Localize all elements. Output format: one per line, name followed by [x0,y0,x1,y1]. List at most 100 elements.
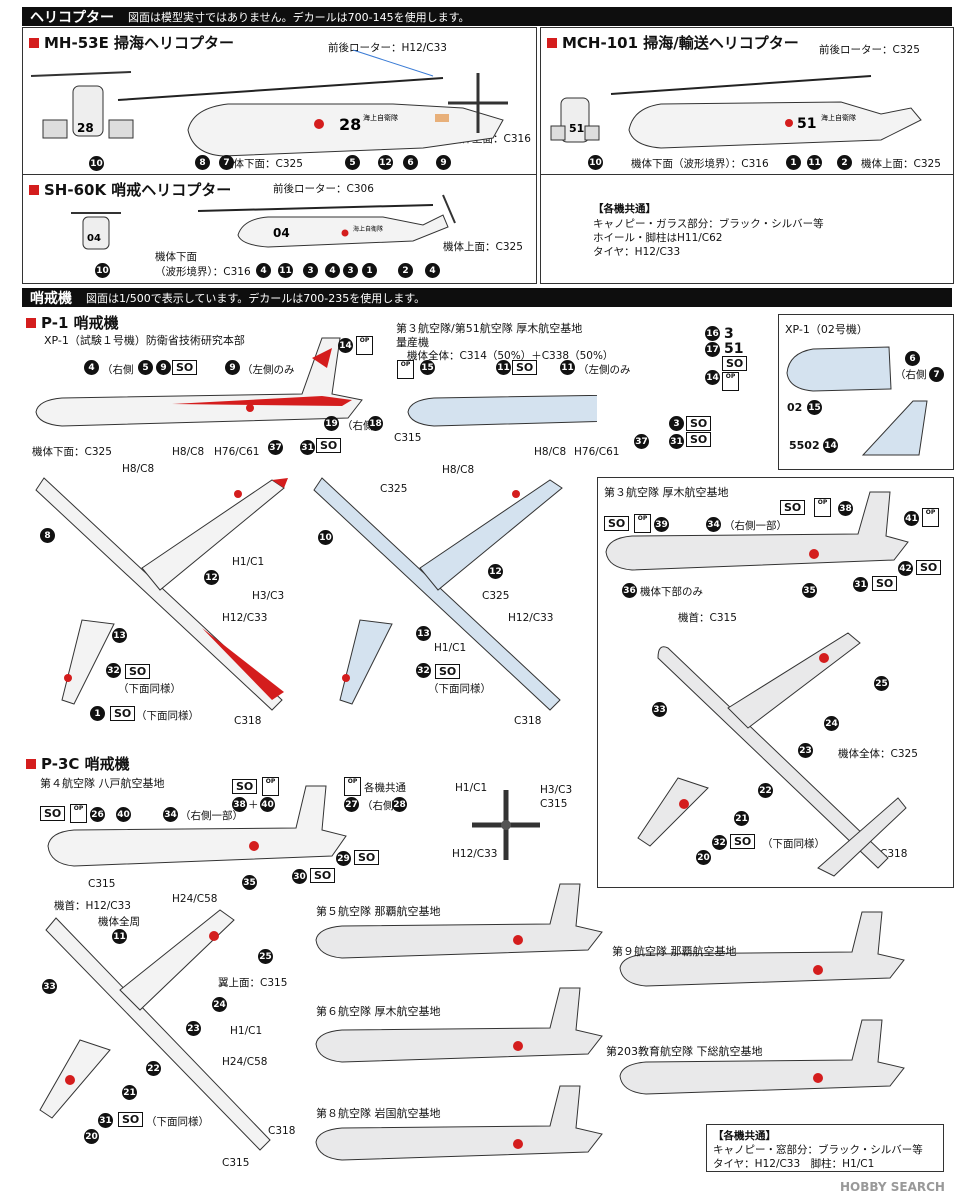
callout-badge: 28 [392,797,407,812]
p1-prod-h8c8-top: H8/C8 [442,464,475,476]
callout-badge: 6 [403,155,418,170]
patrol-common-line: キャノピー・窓部分：ブラック・シルバー等 [713,1144,923,1156]
p1-prod-c318: C318 [514,715,542,727]
section-note: 図面は1/500で表示しています。デカールは700-235を使用します。 [86,291,426,305]
decal-so: SO [722,356,748,371]
callout-badge: 11 [560,360,575,375]
p3c-same-below: （下面同様） [146,1116,209,1128]
decal-so: SO [730,834,756,849]
callout-badge: 12 [488,564,503,579]
decal-so: SO [686,432,712,447]
base-atsugi6: 第６航空隊 厚木航空基地 [316,1005,441,1018]
callout-badge: 30 [292,869,307,884]
callout-badge: 37 [634,434,649,449]
callout-badge: 4 [84,360,99,375]
callout-badge: 39 [654,517,669,532]
svg-text:51: 51 [797,116,816,132]
callout-badge: 14 [705,370,720,385]
callout-badge: 3 [303,263,318,278]
p3c-nose: 機首：H12/C33 [54,900,131,912]
callout-badge: 25 [874,676,889,691]
mch101-drawing: 51 51 海上自衛隊 [550,75,922,149]
svg-text:海上自衛隊: 海上自衛隊 [363,113,398,122]
callout-badge: 32 [712,835,727,850]
callout-badge: 20 [84,1129,99,1144]
p3c-whole-around: 機体全周 [98,916,140,928]
callout-badge: 4 [325,263,340,278]
p1-c315: C315 [394,432,422,444]
xp1-02-right7: （右側 [895,369,927,381]
callout-badge: 11 [278,263,293,278]
sh60k-top-label: 機体上面：C325 [443,241,523,253]
decal-op: OP [922,508,939,527]
decal-so: SO [872,576,898,591]
callout-badge: 7 [219,155,234,170]
callout-badge: 10 [318,530,333,545]
p1-drawing [35,337,597,711]
callout-badge: 29 [336,851,351,866]
callout-badge: 10 [89,156,104,171]
callout-badge: 32 [416,663,431,678]
callout-badge: 21 [734,811,749,826]
p1-tail-number: 3 [724,326,734,342]
decal-so: SO [686,416,712,431]
decal-so: SO [316,438,342,453]
callout-badge: 42 [898,561,913,576]
decal-op: OP [344,777,361,796]
callout-badge: 23 [186,1021,201,1036]
callout-badge: 17 [705,342,720,357]
sh60k-bottom-label2: （波形境界）：C316 [155,266,251,278]
patrol-common-line: タイヤ：H12/C33 脚柱：H1/C1 [713,1158,875,1170]
p3c-atsugi-nose: 機首：C315 [678,612,737,624]
callout-badge: 4 [425,263,440,278]
decal-so: SO [172,360,198,375]
mch101-panel: MCH-101 掃海/輸送ヘリコプター 前後ローター：C325 機体下面（波形境… [540,27,954,175]
callout-badge: 12 [378,155,393,170]
callout-badge: 20 [696,850,711,865]
p3c-atsugi-title: 第３航空隊 厚木航空基地 [604,486,729,499]
callout-badge: 10 [95,263,110,278]
callout-badge: 14 [338,338,353,353]
svg-text:04: 04 [87,233,101,244]
section-title: ヘリコプター [30,9,114,26]
callout-badge: 22 [146,1061,161,1076]
p3c-atsugi-right-part: （右側一部） [724,520,787,532]
decal-op: OP [397,360,414,379]
callout-badge: 2 [398,263,413,278]
p1-h1c1: H1/C1 [232,556,265,568]
p1-xp1-label: XP-1（試験１号機）防衛省技術研究本部 [44,334,245,347]
decal-op: OP [722,372,739,391]
callout-badge: 11 [807,155,822,170]
p1-bottom-label: 機体下面：C325 [32,446,112,458]
callout-badge: 13 [112,628,127,643]
xp1-02-tag: 5502 [789,439,820,452]
decal-so: SO [604,516,630,531]
p1-c318: C318 [234,715,262,727]
p3c-h24c58-2: H24/C58 [222,1056,268,1068]
callout-badge: 5 [138,360,153,375]
p1-c325: C325 [380,483,408,495]
mch101-rotor-label: 前後ローター：C325 [819,44,920,56]
decal-so: SO [110,706,136,721]
p1-h3c3: H3/C3 [252,590,285,602]
callout-badge: 31 [853,577,868,592]
callout-badge: 34 [163,807,178,822]
callout-badge: 21 [122,1085,137,1100]
p1-right18: （右側 [342,420,374,432]
callout-badge: 8 [195,155,210,170]
callout-badge: 25 [258,949,273,964]
sh60k-drawing: 04 04 海上自衛隊 [71,194,456,250]
mch101-title: MCH-101 掃海/輸送ヘリコプター [547,32,799,53]
p3c-wing-top: 翼上面：C315 [218,977,288,989]
sh60k-bottom-label1: 機体下面 [155,251,197,263]
decal-so: SO [125,664,151,679]
decal-op: OP [262,777,279,796]
p1-h76c61: H76/C61 [214,446,260,458]
decal-so: SO [435,664,461,679]
p3c-atsugi-drawing [605,491,909,877]
patrol-common-panel: 【各機共通】 キャノピー・窓部分：ブラック・シルバー等 タイヤ：H12/C33 … [706,1124,944,1172]
callout-badge: 26 [90,807,105,822]
heli-common-line: キャノピー・ガラス部分：ブラック・シルバー等 [593,218,824,230]
base-naha5: 第５航空隊 那覇航空基地 [316,905,441,918]
